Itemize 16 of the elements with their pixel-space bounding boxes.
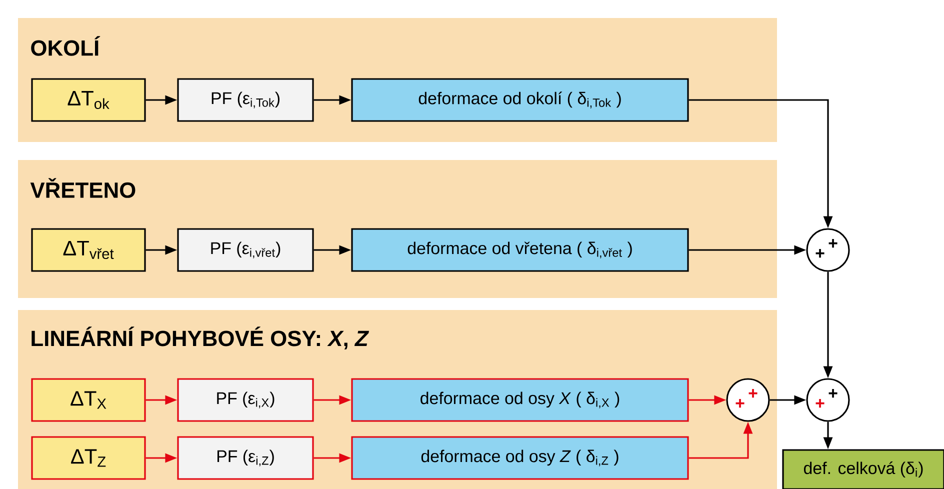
temperature-box: ΔT$_{vřet}$ (31, 228, 146, 272)
result-box: def. celková (δ$_{i}$) (782, 449, 944, 489)
summing-junction: + + (726, 378, 770, 422)
transfer-function-box: PF (ε$_{i,X}$) (177, 378, 314, 422)
summing-junction: + + (806, 228, 850, 272)
deformation-box: deformace od vřetena ( δ$_{i,vřet}$ ) (351, 228, 689, 272)
deformation-box: deformace od osy Z ( δ$_{i,Z}$ ) (351, 436, 689, 480)
summing-junction: + + (806, 378, 850, 422)
temperature-box: ΔT$_{Z}$ (31, 436, 146, 480)
transfer-function-box: PF (ε$_{i,Z}$) (177, 436, 314, 480)
deformation-box: deformace od osy X ( δ$_{i,X}$ ) (351, 378, 689, 422)
transfer-function-box: PF (ε$_{i,vřet}$) (177, 228, 314, 272)
temperature-box: ΔT$_{ok}$ (31, 78, 146, 122)
temperature-box: ΔT$_{X}$ (31, 378, 146, 422)
transfer-function-box: PF (ε$_{i,Tok}$) (177, 78, 314, 122)
deformation-box: deformace od okolí ( δ$_{i,Tok}$ ) (351, 78, 689, 122)
